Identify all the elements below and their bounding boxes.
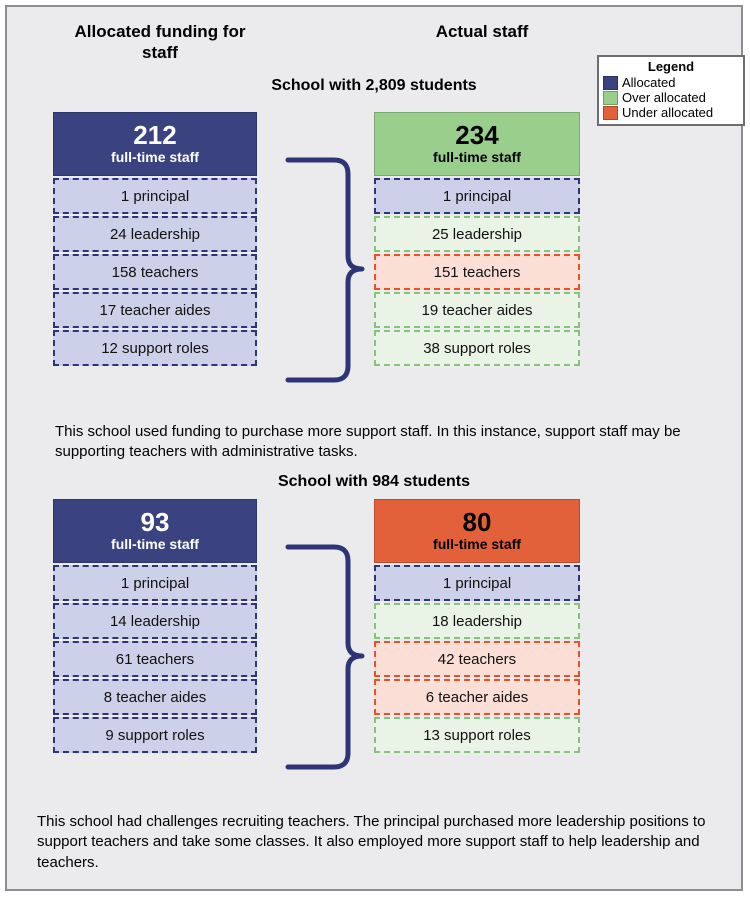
role-box: 158 teachers: [53, 254, 257, 290]
legend-label-over-allocated: Over allocated: [622, 89, 706, 105]
role-box: 38 support roles: [374, 330, 580, 366]
school-title-2: School with 984 students: [277, 473, 471, 490]
total-number: 80: [462, 506, 492, 537]
total-caption: full-time staff: [433, 149, 521, 166]
brace-connector-1: [285, 157, 365, 383]
role-box: 6 teacher aides: [374, 679, 580, 715]
school-title-1: School with 2,809 students: [271, 77, 477, 94]
school-2-actual-total: 80 full-time staff: [374, 499, 580, 563]
role-box: 9 support roles: [53, 717, 257, 753]
school-2-allocated-total: 93 full-time staff: [53, 499, 257, 563]
total-number: 234: [455, 119, 499, 150]
legend-swatch-over-allocated: [603, 91, 618, 106]
brace-connector-2: [285, 544, 365, 770]
role-box: 18 leadership: [374, 603, 580, 639]
role-box: 8 teacher aides: [53, 679, 257, 715]
total-caption: full-time staff: [111, 536, 199, 553]
role-box: 1 principal: [53, 178, 257, 214]
role-box: 17 teacher aides: [53, 292, 257, 328]
school-1-allocated-stack: 212 full-time staff 1 principal 24 leade…: [53, 112, 257, 368]
role-box: 24 leadership: [53, 216, 257, 252]
legend-item-allocated: Allocated: [603, 74, 739, 90]
legend: Legend Allocated Over allocated Under al…: [597, 55, 745, 127]
school-1-caption: This school used funding to purchase mor…: [55, 423, 681, 461]
role-box: 1 principal: [53, 565, 257, 601]
infographic-panel: Allocated funding for staff Actual staff…: [5, 5, 745, 891]
legend-swatch-under-allocated: [603, 106, 618, 121]
role-box: 14 leadership: [53, 603, 257, 639]
role-box: 1 principal: [374, 178, 580, 214]
role-box: 42 teachers: [374, 641, 580, 677]
total-number: 212: [133, 119, 177, 150]
school-2-allocated-stack: 93 full-time staff 1 principal 14 leader…: [53, 499, 257, 755]
legend-label-allocated: Allocated: [622, 74, 676, 90]
total-caption: full-time staff: [111, 149, 199, 166]
role-box: 13 support roles: [374, 717, 580, 753]
legend-swatch-allocated: [603, 75, 618, 90]
total-caption: full-time staff: [433, 536, 521, 553]
role-box: 151 teachers: [374, 254, 580, 290]
school-1-allocated-total: 212 full-time staff: [53, 112, 257, 176]
school-2-actual-stack: 80 full-time staff 1 principal 18 leader…: [374, 499, 580, 755]
column-heading-actual: Actual staff: [435, 22, 529, 41]
school-1-actual-stack: 234 full-time staff 1 principal 25 leade…: [374, 112, 580, 368]
role-box: 61 teachers: [53, 641, 257, 677]
legend-item-under-allocated: Under allocated: [603, 105, 739, 121]
role-box: 25 leadership: [374, 216, 580, 252]
column-heading-allocated: Allocated funding for staff: [74, 22, 246, 63]
legend-label-under-allocated: Under allocated: [622, 105, 714, 121]
role-box: 19 teacher aides: [374, 292, 580, 328]
school-1-actual-total: 234 full-time staff: [374, 112, 580, 176]
role-box: 1 principal: [374, 565, 580, 601]
total-number: 93: [140, 506, 170, 537]
school-2-caption: This school had challenges recruiting te…: [37, 813, 706, 871]
role-box: 12 support roles: [53, 330, 257, 366]
legend-item-over-allocated: Over allocated: [603, 89, 739, 106]
legend-title: Legend: [647, 59, 695, 74]
